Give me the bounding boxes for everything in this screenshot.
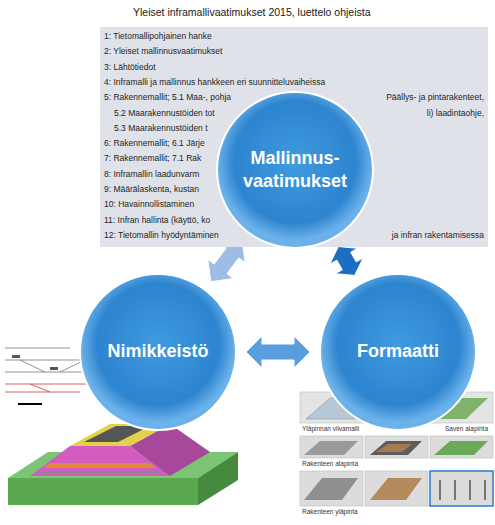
list-item: Päällys- ja pintarakenteet, [386, 92, 484, 102]
track-lines [5, 348, 100, 372]
list-item: 5.2 Maarakennustöiden tot [114, 108, 215, 118]
list-item: 5: Rakennemallit; 5.1 Maa-, pohja [104, 92, 231, 102]
list-item: 6: Rakennemallit; 6.1 Järje [104, 138, 205, 148]
track-lines-red [5, 384, 95, 392]
topic-circle: Mallinnus- vaatimukset [215, 90, 375, 250]
thumbnail [300, 471, 363, 506]
rail-schematic [5, 348, 100, 404]
thumbnail-surface [306, 398, 390, 419]
list-item: 4: Inframalli ja mallinnus hankkeen eri … [104, 77, 325, 87]
thumbnail [300, 436, 363, 458]
structure-layer [44, 463, 156, 468]
thumbnail-surface [370, 478, 422, 500]
ground-front [8, 478, 198, 505]
thumbnail-surface [370, 441, 422, 455]
format-thumbnails [300, 392, 493, 506]
thumbnail-caption: Rakenteen yläpinta [301, 508, 359, 516]
thumbnail-surface [304, 478, 358, 500]
separator-line [18, 403, 42, 405]
circle-label: Mallinnus- vaatimukset [231, 147, 359, 194]
list-item: 9: Määrälaskenta, kustan [104, 184, 199, 194]
list-item: 7: Rakennemallit; 7.1 Rak [104, 153, 201, 163]
thumbnail [365, 436, 428, 458]
list-item: 2: Yleiset mallinnusvaatimukset [104, 46, 222, 56]
circle-outline [80, 274, 236, 430]
list-item: 1: Tietomallipohjainen hanke [104, 31, 212, 41]
list-item: 12: Tietomallin hyödyntäminen [104, 230, 219, 240]
guideline-list-panel: Yleiset inframallivaatimukset 2015, luet… [100, 27, 488, 247]
pavement-layer [84, 426, 150, 442]
road-cross-section [8, 424, 238, 505]
thumbnail-piles [440, 480, 485, 500]
thumbnail [430, 436, 493, 458]
thumbnail [399, 392, 493, 423]
list-item: 5.3 Maarakennustöiden t [114, 123, 208, 133]
thumbnail-surface [404, 398, 488, 419]
list-item: li) laadintaohje, [427, 108, 484, 118]
circle-shape [78, 272, 238, 432]
list-item: 10: Havainnollistaminen [104, 199, 194, 209]
thumbnail [365, 471, 428, 506]
thumbnail [300, 392, 394, 423]
circle-outline [320, 274, 476, 430]
embankment-top [70, 424, 170, 446]
block-arrow [208, 240, 245, 281]
panel-heading: Yleiset inframallivaatimukset 2015, luet… [133, 6, 371, 19]
list-item: 3: Lähtötiedot [104, 62, 156, 72]
thumbnail-caption: Yläpinnan viivamalli [301, 425, 360, 433]
circle-outline [217, 92, 373, 248]
circle-label: Formaatti [357, 340, 439, 363]
track-block [50, 367, 58, 370]
track-block [12, 355, 20, 358]
list-item: 8: Inframallin laadunvarm [104, 169, 199, 179]
list-item: ja infran rakentamisessa [392, 230, 484, 240]
block-arrow [246, 336, 310, 368]
thumbnail-surface [376, 444, 412, 452]
circle-shape [215, 90, 375, 250]
thumbnail-surface [304, 441, 358, 455]
list-item: 11: Infran hallinta (käyttö, ko [104, 215, 210, 225]
circle-shape [318, 272, 478, 432]
topic-circle: Nimikkeistö [78, 272, 238, 432]
thumbnail-selected [430, 471, 493, 506]
topic-circle: Formaatti [318, 272, 478, 432]
circle-label: Nimikkeistö [107, 340, 208, 363]
thumbnail-caption: Saven alapinta [444, 425, 489, 433]
thumbnail-caption: Rakenteen alapinta [301, 460, 359, 468]
ground-side [198, 452, 238, 505]
thumbnail-surface [434, 441, 488, 455]
block-arrow [330, 247, 363, 276]
structure-layer [38, 471, 162, 474]
